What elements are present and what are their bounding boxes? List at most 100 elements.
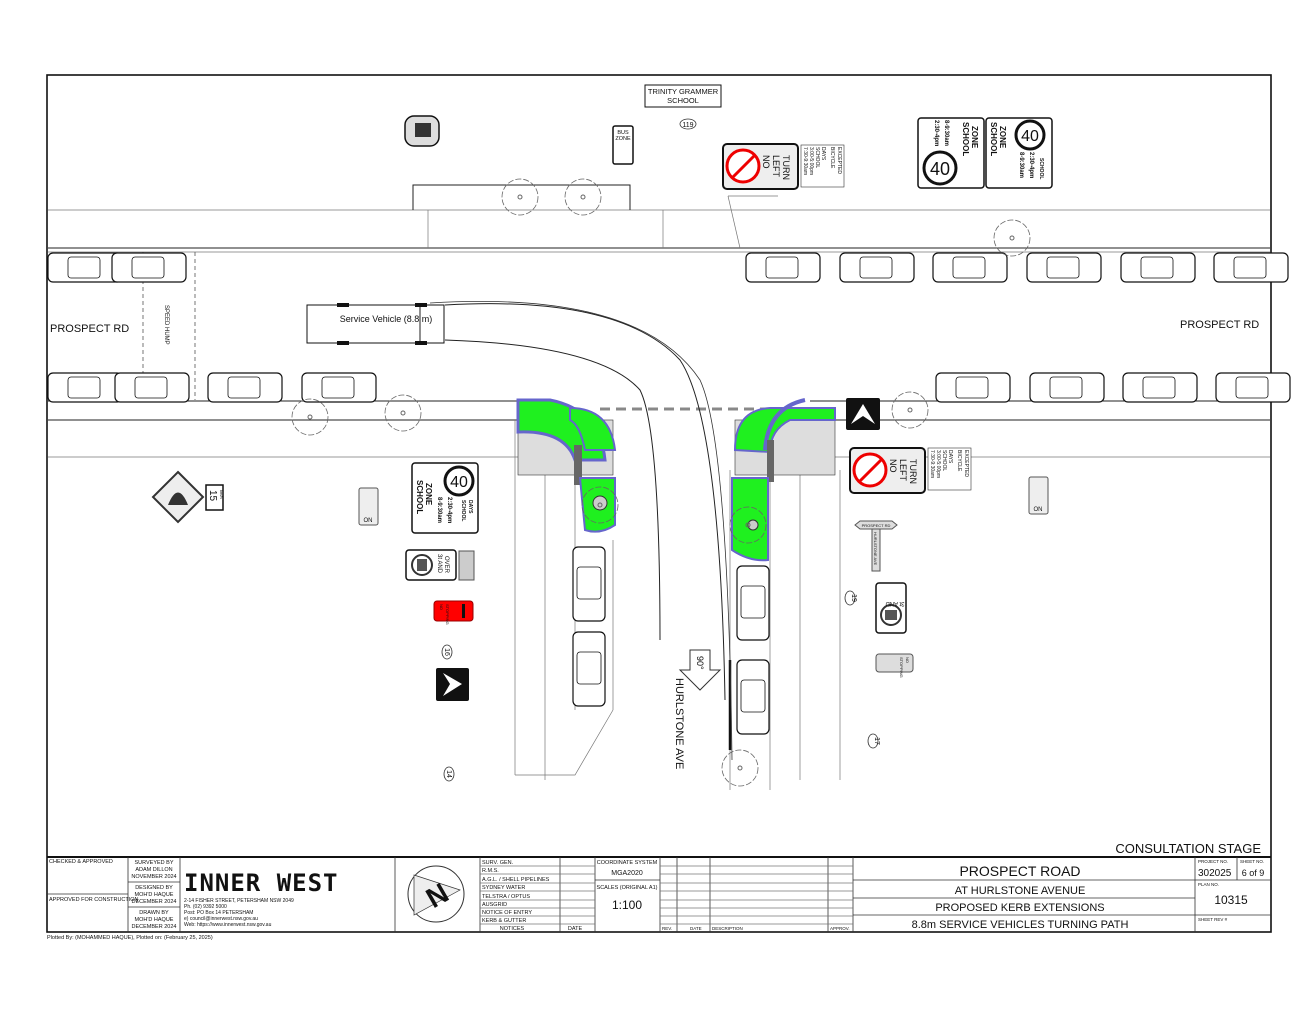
svg-text:STOPPING: STOPPING [445,604,450,625]
tree-icon [993,219,1031,257]
svg-text:DECEMBER 2024: DECEMBER 2024 [132,924,177,930]
parked-car [1215,372,1291,403]
svg-text:SCHOOL: SCHOOL [460,500,466,521]
parked-car [572,546,606,622]
svg-text:3t AND: 3t AND [885,600,905,606]
svg-text:8-9:30am: 8-9:30am [943,120,949,146]
bus-zone-sign: BUS ZONE [612,125,634,165]
svg-text:1:100: 1:100 [612,898,642,912]
svg-text:302025: 302025 [1198,868,1232,879]
road-label-prospect-left: PROSPECT RD [50,323,129,335]
parked-car [1213,252,1289,283]
parked-car [207,372,283,403]
plotted-by: Plotted By: (MOHAMMED HAQUE), Plotted on… [47,935,213,941]
parked-car [47,372,123,403]
callout-119: 119 [682,122,693,129]
svg-text:ON: ON [1034,507,1043,513]
parked-car [736,565,770,641]
svg-text:15: 15 [207,490,218,502]
svg-text:DATE: DATE [568,926,583,932]
svg-text:SCHOOL: SCHOOL [814,147,820,168]
svg-text:NO: NO [761,155,771,169]
callout-17: 17 [873,737,880,745]
svg-text:AT HURLSTONE AVENUE: AT HURLSTONE AVENUE [955,885,1086,897]
svg-text:SYDNEY WATER: SYDNEY WATER [482,885,525,891]
svg-text:SHEET REV #: SHEET REV # [1198,917,1228,922]
svg-text:TELSTRA / OPTUS: TELSTRA / OPTUS [482,894,530,900]
svg-text:COORDINATE SYSTEM: COORDINATE SYSTEM [597,860,658,866]
consultation-stage: CONSULTATION STAGE [1115,841,1261,856]
school-zone-sign-3: 40 SCHOOL ZONE 8-9:30am 2:30-4pm SCHOOL … [411,462,479,534]
street-trees [291,178,1031,787]
svg-text:3:00-5:00pm: 3:00-5:00pm [935,450,941,478]
parked-car [572,631,606,707]
bus-stop-icon [404,115,440,147]
speed-hump-sign: 15 km/h [151,470,224,524]
street-name-sign: PROSPECT RD HURLSTONE AVE [854,520,898,572]
school-label-line1: TRINITY GRAMMER [648,87,719,96]
svg-text:MGA2020: MGA2020 [611,870,643,877]
svg-text:STOPPING: STOPPING [899,657,904,678]
vehicle-label: Service Vehicle (8.8 m) [340,314,433,324]
callout-14: 14 [445,770,452,778]
checked-approved: CHECKED & APPROVED [49,859,113,865]
svg-text:LEFT: LEFT [898,459,908,482]
service-vehicle: Service Vehicle (8.8 m) [306,303,445,345]
svg-text:SCHOOL: SCHOOL [415,480,424,514]
parked-car [1026,252,1102,283]
svg-text:SCHOOL: SCHOOL [961,122,970,156]
parking-sign-left: ON [358,487,379,526]
svg-text:R.M.S.: R.M.S. [482,868,499,874]
svg-text:LEFT: LEFT [771,155,781,178]
chevron-sign-up [846,398,880,430]
svg-text:SCHOOL: SCHOOL [1038,158,1044,179]
svg-text:MOH'D HAQUE: MOH'D HAQUE [135,892,174,898]
svg-text:ZONE: ZONE [615,136,631,142]
svg-text:PLAN NO.: PLAN NO. [1198,882,1219,887]
svg-text:DAYS: DAYS [947,450,953,464]
svg-text:NOTICES: NOTICES [500,926,525,932]
svg-text:Web: https://www.innerwest.: Web: https://www.innerwest.nsw.gov.au [184,922,272,928]
callouts: 119 16 14 19 17 [441,118,880,782]
svg-text:8-9:30am: 8-9:30am [436,497,442,523]
svg-text:NOVEMBER 2024: NOVEMBER 2024 [131,874,176,880]
sheet-frame [46,74,1272,933]
parked-car [1029,372,1105,403]
svg-text:40: 40 [930,159,950,179]
svg-text:SCHOOL: SCHOOL [989,122,998,156]
svg-text:2:30-4pm: 2:30-4pm [933,120,939,146]
svg-text:REV.: REV. [662,926,672,931]
parked-car [1122,372,1198,403]
svg-text:3:00-5:00pm: 3:00-5:00pm [808,147,814,175]
parked-car [111,252,187,283]
svg-text:2:30-4pm: 2:30-4pm [446,497,452,523]
svg-text:8.8m SERVICE VEHICLES TURNING: 8.8m SERVICE VEHICLES TURNING PATH [912,919,1129,931]
svg-text:PROSPECT RD: PROSPECT RD [862,523,891,528]
svg-text:DATE: DATE [690,926,702,931]
svg-text:NO: NO [439,604,444,610]
svg-text:SHEET NO.: SHEET NO. [1240,859,1264,864]
svg-text:NO: NO [905,657,910,663]
svg-text:7:30-9:30am: 7:30-9:30am [929,450,935,478]
svg-text:ZONE: ZONE [998,126,1007,149]
svg-text:PROPOSED KERB EXTENSIONS: PROPOSED KERB EXTENSIONS [935,902,1104,914]
svg-text:DESIGNED BY: DESIGNED BY [135,885,173,891]
svg-text:SCALES (ORIGINAL A1): SCALES (ORIGINAL A1) [597,885,658,891]
direction-arrow [678,649,722,691]
svg-text:TURN: TURN [908,459,918,484]
road-label-prospect-right: PROSPECT RD [1180,319,1259,331]
svg-text:KERB & GUTTER: KERB & GUTTER [482,918,526,924]
svg-text:APPROV.: APPROV. [830,926,850,931]
parked-car [47,252,123,283]
svg-text:AUSGRID: AUSGRID [482,902,507,908]
school-zone-sign-1: 40 SCHOOL ZONE 8-9:30am 2:30-4pm [917,117,985,189]
svg-text:DAYS: DAYS [820,147,826,161]
svg-text:SURVEYED BY: SURVEYED BY [134,860,173,866]
svg-text:DECEMBER 2024: DECEMBER 2024 [132,899,177,905]
svg-text:HURLSTONE AVE: HURLSTONE AVE [873,532,878,566]
callout-16: 16 [443,648,450,656]
parked-car [736,659,770,735]
svg-text:Ph. (02) 9392 5000: Ph. (02) 9392 5000 [184,904,227,910]
svg-text:km/h: km/h [219,490,224,499]
